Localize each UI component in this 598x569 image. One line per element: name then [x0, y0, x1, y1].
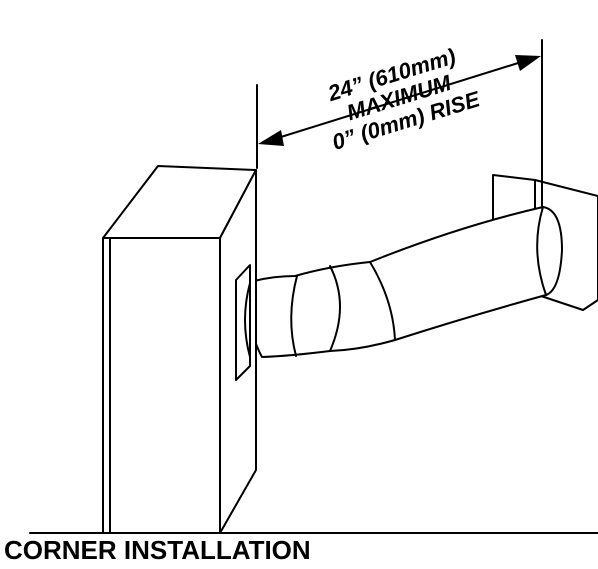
dimension-arrow	[258, 55, 541, 146]
vent-pipe	[246, 206, 563, 358]
dimension-label: 24” (610mm) MAXIMUM 0” (0mm) RISE	[324, 43, 484, 154]
appliance-cabinet	[102, 165, 257, 534]
diagram-caption: CORNER INSTALLATION	[4, 535, 311, 565]
